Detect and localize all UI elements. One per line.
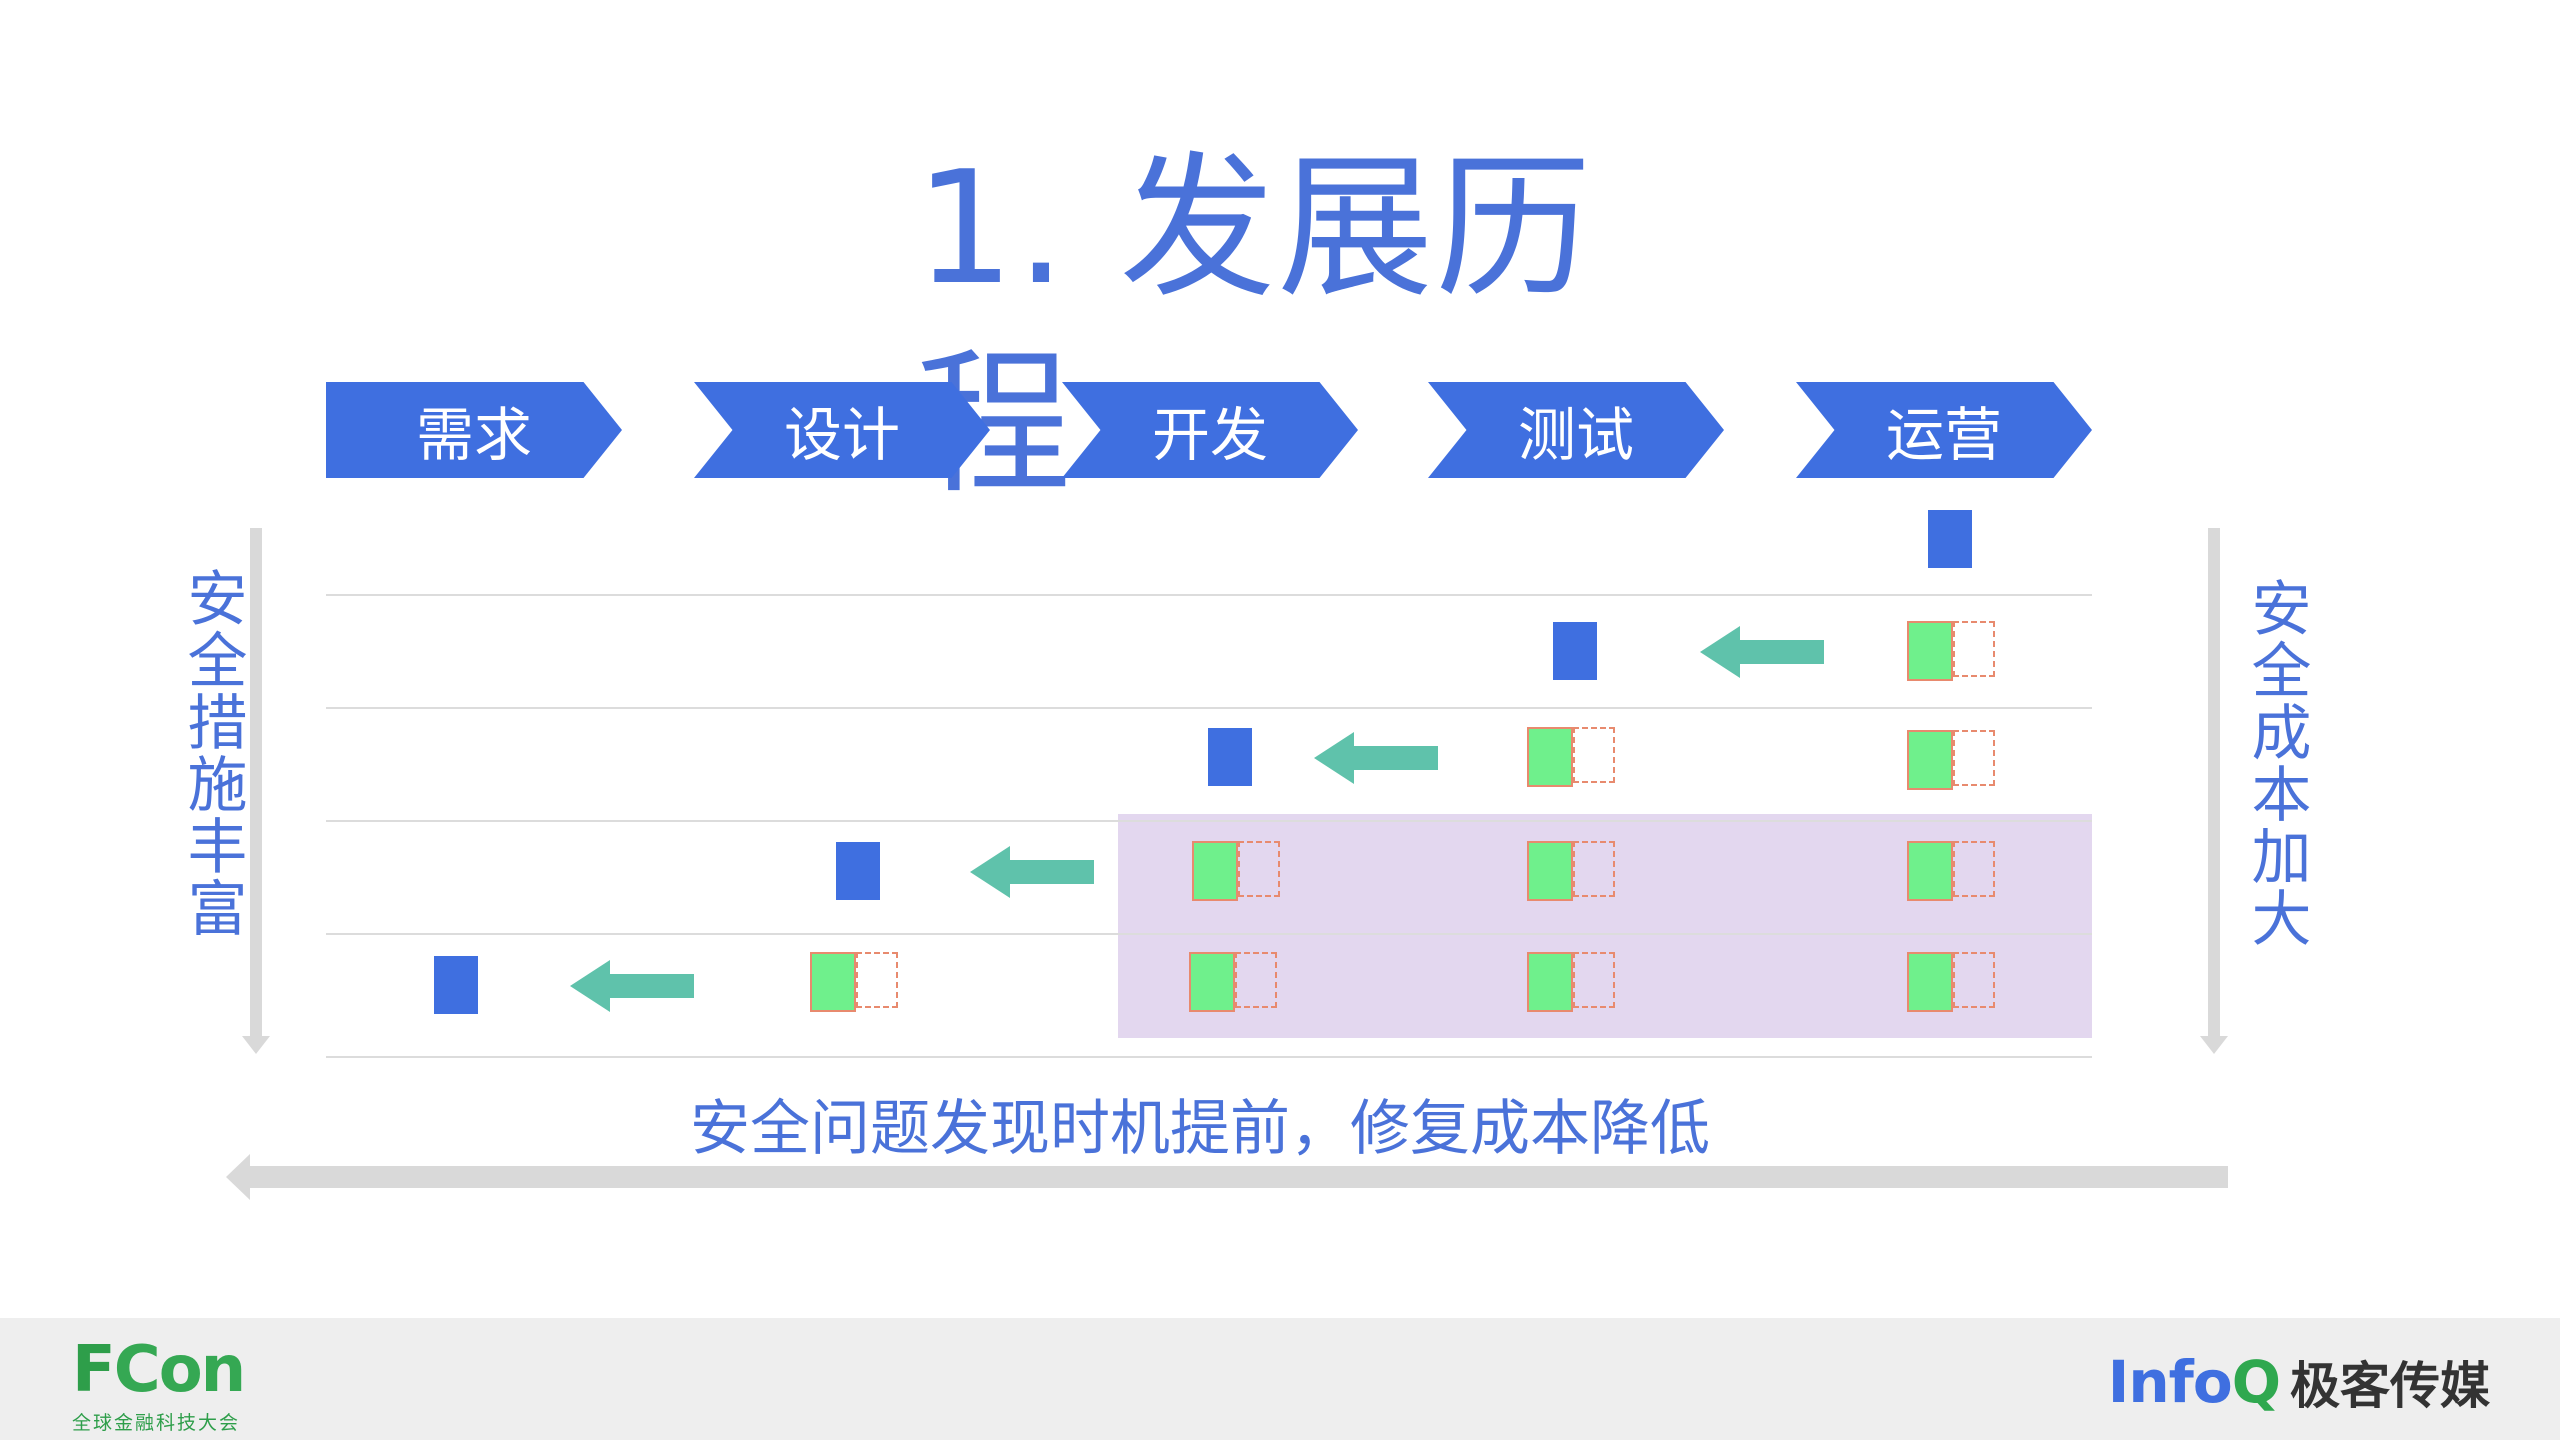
issue-block (1928, 510, 1972, 568)
stage-requirements: 需求 (326, 382, 622, 478)
left-down-arrow (242, 528, 270, 1054)
fix-cost-block (1907, 621, 1999, 681)
row-divider (326, 594, 2092, 596)
fcon-subtitle: 全球金融科技大会 (72, 1412, 241, 1434)
shift-left-arrow (1700, 626, 1824, 678)
fcon-logo-con: Con (113, 1333, 246, 1407)
shift-left-arrow (570, 960, 694, 1012)
footer-bar (0, 1318, 2560, 1440)
row-divider (326, 707, 2092, 709)
fcon-logo-f: F (72, 1333, 116, 1407)
infoq-logo: InfoQ 极客传媒 (2108, 1346, 2490, 1418)
issue-block (1208, 728, 1252, 786)
fix-cost-block (1527, 727, 1619, 787)
infoq-brand-cn: 极客传媒 (2290, 1357, 2490, 1415)
fix-cost-block (1192, 841, 1284, 901)
fcon-logo: FCon 全球金融科技大会 (72, 1338, 246, 1435)
row-divider (326, 933, 2092, 935)
right-down-arrow (2200, 528, 2228, 1054)
fix-cost-block (1189, 952, 1281, 1012)
right-label: 安全成本加大 (2241, 577, 2311, 949)
slide-title: 1. 发展历程 (915, 137, 1594, 515)
issue-block (1553, 622, 1597, 680)
fix-cost-block (1907, 841, 1999, 901)
left-pointing-arrow (226, 1154, 2228, 1200)
stage-development: 开发 (1062, 382, 1358, 478)
infoq-logo-q: Q (2231, 1348, 2281, 1416)
issue-block (836, 842, 880, 900)
fix-cost-block (1907, 952, 1999, 1012)
stage-design: 设计 (694, 382, 990, 478)
fix-cost-block (810, 952, 902, 1012)
fix-cost-block (1527, 952, 1619, 1012)
row-divider (326, 1056, 2092, 1058)
stage-testing: 测试 (1428, 382, 1724, 478)
shift-left-arrow (1314, 732, 1438, 784)
infoq-logo-info: Info (2107, 1348, 2233, 1416)
row-divider (326, 820, 2092, 822)
shift-left-arrow (970, 846, 1094, 898)
left-label: 安全措施丰富 (177, 567, 247, 939)
fix-cost-block (1527, 841, 1619, 901)
bottom-caption: 安全问题发现时机提前，修复成本降低 (690, 1094, 1710, 1164)
issue-block (434, 956, 478, 1014)
stage-operations: 运营 (1796, 382, 2092, 478)
fix-cost-block (1907, 730, 1999, 790)
